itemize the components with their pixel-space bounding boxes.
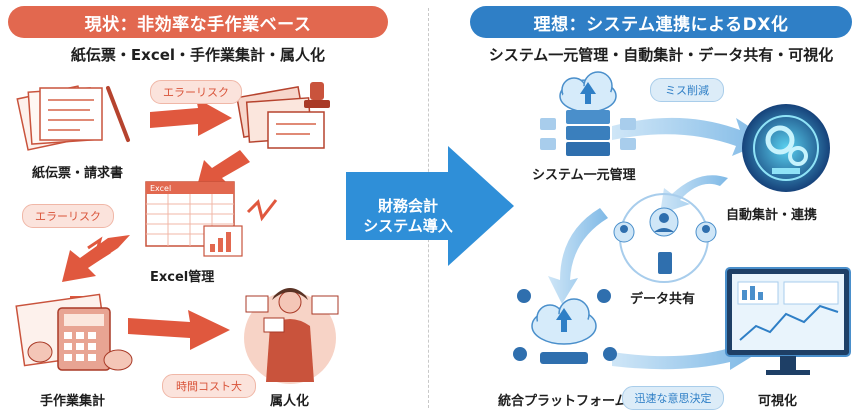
flow-arrow-platform-to-visual [612,336,756,370]
calculator-icon [15,293,133,371]
error-risk-tag-top: エラーリスク [150,80,242,104]
error-flow-arrows [60,98,250,350]
dashboard-monitor-icon [725,267,851,375]
current-state-banner: 現状：非効率な手作業ベース [8,6,388,38]
flow-arrow-auto-to-share [660,175,728,214]
integrated-platform-label: 統合プラットフォーム [498,394,628,409]
time-cost-tag: 時間コスト大 [162,374,256,398]
fast-decision-tag: 迅速な意思決定 [622,386,724,410]
transition-label: 財務会計 システム導入 [348,196,468,236]
current-state-subtitle: 紙伝票・Excel・手作業集計・属人化 [70,46,326,64]
paper-invoice-label: 紙伝票・請求書 [32,166,124,181]
flow-arrow-central-to-auto [612,117,770,156]
transition-label-line2: システム導入 [363,217,453,235]
data-sharing-label: データ共有 [630,292,696,307]
central-management-label: システム一元管理 [532,168,636,183]
visualization-label: 可視化 [758,394,798,409]
receipt-stamp-icon [236,82,330,149]
transition-label-line1: 財務会計 [377,197,438,215]
cloud-server-icon [540,71,636,156]
zigzag-mark [87,236,111,266]
personal-dependence-label: 属人化 [270,394,310,409]
people-network-icon [613,193,717,283]
platform-cloud-icon [513,289,617,364]
error-risk-tag-middle: エラーリスク [22,204,114,228]
ideal-state-banner: 理想：システム連携によるDX化 [470,6,852,38]
ideal-state-subtitle: システム一元管理・自動集計・データ共有・可視化 [488,46,834,64]
flow-arrow-share-to-platform [548,208,608,304]
manual-tally-label: 手作業集計 [40,394,106,409]
chart-trend-mark [246,199,278,222]
mistake-reduction-tag: ミス削減 [650,78,724,102]
auto-aggregation-label: 自動集計・連携 [726,208,818,223]
excel-sheet-title: Excel [150,184,171,193]
transition-arrow [346,146,514,266]
person-icon [244,288,339,384]
excel-sheet-icon: Excel [145,181,243,257]
gear-hub-icon [742,104,830,192]
excel-management-label: Excel管理 [150,270,215,285]
paper-stack-icon [16,85,130,151]
